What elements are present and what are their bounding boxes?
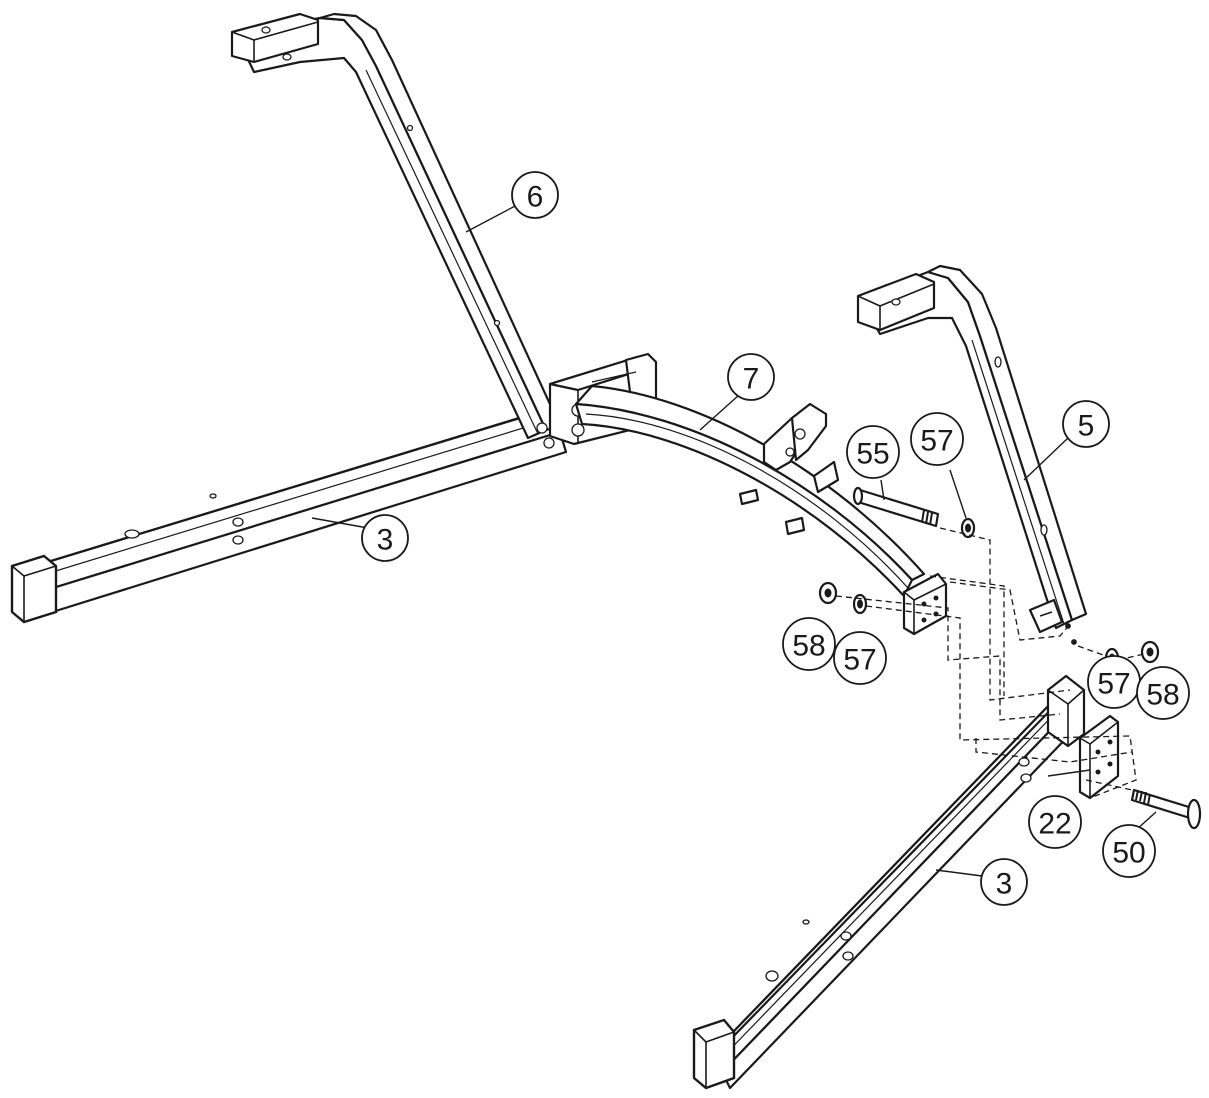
callout-3-left-label: 3 xyxy=(377,524,394,557)
upright-5 xyxy=(856,264,1088,645)
callout-50-label: 50 xyxy=(1112,837,1145,870)
callout-3-left: 3 xyxy=(361,514,409,562)
callout-57-top-label: 57 xyxy=(920,425,953,458)
callout-6: 6 xyxy=(511,171,559,219)
callout-57-right: 57 xyxy=(1087,655,1141,709)
left-base-tube xyxy=(10,402,568,624)
callout-50: 50 xyxy=(1102,824,1156,878)
callout-57-left-label: 57 xyxy=(843,644,876,677)
callout-57-left: 57 xyxy=(833,631,887,685)
callout-57-right-label: 57 xyxy=(1097,668,1130,701)
callout-7: 7 xyxy=(727,353,775,401)
callout-55-label: 55 xyxy=(856,438,889,471)
upright-6 xyxy=(230,12,562,449)
washer-57-left xyxy=(852,593,868,615)
callout-5-label: 5 xyxy=(1078,410,1095,443)
nut-58-right xyxy=(1140,640,1160,664)
callout-58-left: 58 xyxy=(782,617,836,671)
bolt-55 xyxy=(852,486,940,528)
washer-57-top xyxy=(960,517,976,539)
callout-55: 55 xyxy=(846,425,900,479)
callout-7-label: 7 xyxy=(743,363,760,396)
callout-22: 22 xyxy=(1028,795,1082,849)
leader-lines xyxy=(311,204,1157,877)
right-base-tube xyxy=(692,674,1086,1090)
nut-58-left xyxy=(818,581,838,605)
callout-3-right-label: 3 xyxy=(996,868,1013,901)
plate-22 xyxy=(1078,714,1120,800)
callout-57-top: 57 xyxy=(910,412,964,466)
callout-5: 5 xyxy=(1062,400,1110,448)
callout-3-right: 3 xyxy=(980,858,1028,906)
curved-arm-7 xyxy=(574,384,948,636)
callout-6-label: 6 xyxy=(527,181,544,214)
callout-58-right-label: 58 xyxy=(1146,679,1179,712)
callout-22-label: 22 xyxy=(1038,808,1071,841)
callout-58-right: 58 xyxy=(1136,666,1190,720)
bolt-50 xyxy=(1130,788,1202,830)
callout-58-left-label: 58 xyxy=(792,630,825,663)
assembly-paths xyxy=(835,527,1145,799)
